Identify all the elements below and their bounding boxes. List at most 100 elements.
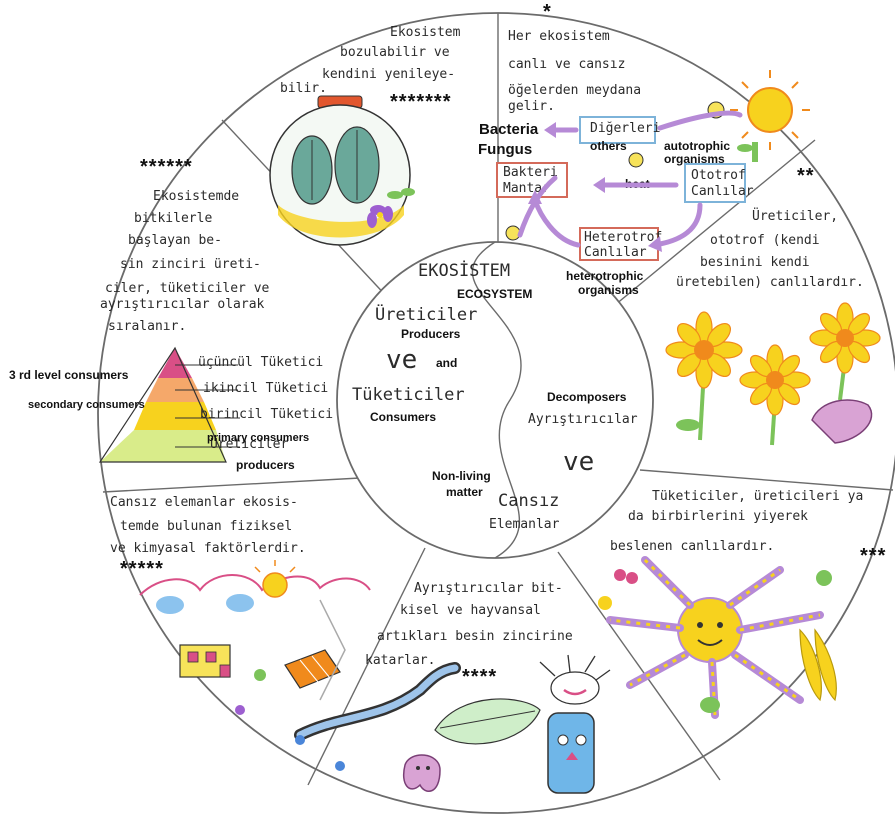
center-title-tr: EKOSİSTEM	[418, 260, 510, 281]
svg-text:üretebilen) canlılardır.: üretebilen) canlılardır.	[676, 275, 864, 290]
svg-text:bitkilerle: bitkilerle	[134, 211, 212, 226]
svg-text:gelir.: gelir.	[508, 99, 555, 114]
svg-text:katarlar.: katarlar.	[365, 653, 435, 668]
center-nonliving-en-2: matter	[446, 485, 483, 499]
segment-4-text: Ayrıştırıcılar bit- kisel ve hayvansal a…	[365, 581, 573, 668]
label-heterotrof-1: Heterotrof	[584, 230, 662, 245]
svg-text:öğelerden meydana: öğelerden meydana	[508, 83, 641, 98]
sun-icon	[730, 70, 810, 150]
bacterium-character-icon	[539, 654, 611, 794]
svg-text:ikincil Tüketici: ikincil Tüketici	[203, 381, 328, 396]
segment-2-text: Üreticiler, ototrof (kendi besinini kend…	[676, 207, 864, 290]
sunflower-icon-3	[809, 302, 881, 401]
segment-4-stars: ****	[462, 666, 497, 688]
box-heterotrophs	[579, 227, 659, 261]
cycle-arrows	[517, 110, 743, 248]
segment-3-text: Tüketiciler, üreticileri ya da birbirler…	[610, 489, 863, 554]
center-nonliving-en-1: Non-living	[432, 469, 491, 483]
center-ve-2: ve	[563, 447, 594, 477]
cycle-arrowheads	[528, 122, 662, 252]
center-ve-1: ve	[386, 345, 417, 375]
center-consumers-tr: Tüketiciler	[352, 385, 465, 405]
sunflower-icon-2	[739, 344, 811, 446]
banana-icon	[799, 628, 837, 702]
food-pyramid	[98, 346, 240, 463]
label-autotrophic-2: organisms	[664, 152, 725, 166]
svg-text:Üreticiler: Üreticiler	[210, 435, 288, 452]
segment-7-text: Ekosistem bozulabilir ve kendini yeniley…	[280, 25, 461, 96]
box-autotrophs	[684, 163, 746, 203]
label-ototrof-2: Canlılar	[691, 184, 754, 199]
svg-text:secondary consumers: secondary consumers	[28, 399, 145, 411]
svg-text:birincil Tüketici: birincil Tüketici	[200, 407, 333, 422]
cloud-icon-2	[226, 594, 254, 612]
center-title-en: ECOSYSTEM	[457, 287, 532, 301]
label-autotrophic-1: autotrophic	[664, 139, 730, 153]
segment-6-stars: ******	[140, 156, 193, 178]
segment-5-text: Cansız elemanlar ekosis- temde bulunan f…	[110, 495, 306, 556]
label-ototrof-1: Ototrof	[691, 168, 746, 183]
svg-text:ayrıştırıcılar olarak: ayrıştırıcılar olarak	[100, 297, 265, 312]
terrarium-jar-icon	[269, 95, 415, 246]
svg-text:ototrof (kendi: ototrof (kendi	[710, 233, 820, 248]
svg-text:temde bulunan fiziksel: temde bulunan fiziksel	[120, 519, 292, 534]
leaf-icon	[434, 698, 541, 745]
box-bacteria-fungus	[496, 162, 568, 198]
svg-text:Ekosistemde: Ekosistemde	[153, 189, 239, 204]
svg-text:Cansız elemanlar ekosis-: Cansız elemanlar ekosis-	[110, 495, 298, 510]
label-fungus: Fungus	[478, 141, 532, 158]
label-heterotrophic-2: organisms	[578, 283, 639, 297]
svg-text:sin zinciri üreti-: sin zinciri üreti-	[120, 257, 261, 272]
svg-text:ve kimyasal faktörlerdir.: ve kimyasal faktörlerdir.	[110, 541, 306, 556]
label-digerleri: Diğerleri	[590, 121, 660, 136]
svg-text:kendini yenileye-: kendini yenileye-	[322, 67, 455, 82]
segment-1-stars: *	[543, 1, 552, 23]
house-icon	[179, 644, 231, 678]
road-icon	[319, 599, 346, 701]
segment-dividers	[102, 13, 894, 786]
pink-blob-icon	[403, 754, 441, 792]
segment-3-stars: ***	[860, 545, 886, 567]
center-nonliving-tr-2: Elemanlar	[489, 517, 560, 532]
center-and-en: and	[436, 356, 457, 370]
pyramid-labels-tr: üçüncül Tüketici ikincil Tüketici birinc…	[198, 355, 333, 452]
label-others: others	[590, 139, 627, 153]
center-producers-en: Producers	[401, 327, 461, 341]
segment-6-text: Ekosistemde bitkilerle başlayan be- sin …	[100, 189, 270, 334]
svg-text:Her ekosistem: Her ekosistem	[508, 29, 610, 44]
small-flower-icon	[235, 669, 266, 715]
pyramid-labels-en: 3 rd level consumers secondary consumers…	[9, 368, 309, 472]
svg-text:ciler, tüketiciler ve: ciler, tüketiciler ve	[105, 281, 270, 296]
cloud-icon-1	[156, 596, 184, 614]
plant-icon	[737, 142, 758, 162]
segment-1-text: Her ekosistem canlı ve cansız öğelerden …	[508, 29, 641, 114]
svg-text:Ekosistem: Ekosistem	[390, 25, 461, 40]
svg-text:bozulabilir ve: bozulabilir ve	[340, 45, 450, 60]
svg-text:bilir.: bilir.	[280, 81, 327, 96]
apple-icon	[816, 570, 832, 586]
svg-text:sıralanır.: sıralanır.	[108, 319, 186, 334]
svg-text:besinini kendi: besinini kendi	[700, 255, 810, 270]
hills-icon	[139, 574, 371, 596]
label-heterotrof-2: Canlılar	[584, 245, 647, 260]
segment-7-stars: *******	[390, 91, 451, 113]
svg-text:artıkları besin zincirine: artıkları besin zincirine	[377, 629, 573, 644]
small-sun-icon	[254, 560, 296, 598]
svg-text:producers: producers	[236, 458, 295, 472]
svg-text:Ayrıştırıcılar bit-: Ayrıştırıcılar bit-	[414, 581, 563, 596]
svg-text:üçüncül Tüketici: üçüncül Tüketici	[198, 355, 323, 370]
center-producers-tr: Üreticiler	[375, 303, 477, 325]
segment-5-stars: *****	[120, 558, 164, 580]
svg-text:başlayan be-: başlayan be-	[128, 233, 222, 248]
label-bacteria: Bacteria	[479, 121, 539, 138]
label-bakteri-1: Bakteri	[503, 165, 558, 180]
solar-panel-icon	[284, 649, 341, 689]
worm-icon	[294, 662, 461, 771]
segment-2-stars: **	[797, 165, 815, 187]
bush-icon	[700, 697, 720, 713]
creature-icon	[606, 556, 824, 719]
svg-text:kisel ve hayvansal: kisel ve hayvansal	[400, 603, 541, 618]
inner-divider-curve	[471, 241, 522, 559]
